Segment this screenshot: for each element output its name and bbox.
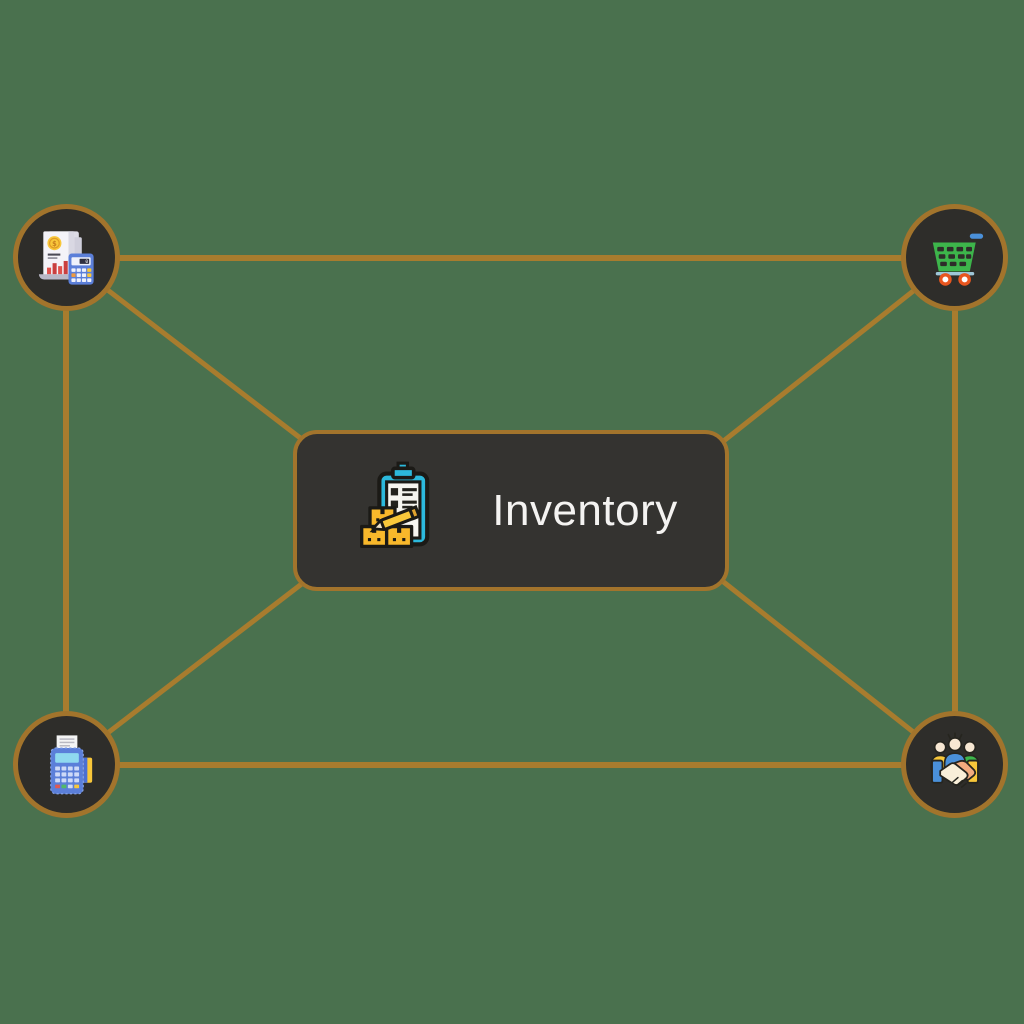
svg-text:0: 0 xyxy=(85,259,88,265)
inventory-clipboard-boxes-icon xyxy=(360,461,430,548)
center-node-label: Inventory xyxy=(492,485,678,535)
handshake-people-icon xyxy=(930,731,979,788)
pos-terminal-icon xyxy=(49,734,92,794)
node-partners[interactable] xyxy=(901,711,1008,818)
svg-text:$: $ xyxy=(52,239,57,247)
center-node-inventory[interactable]: Inventory xyxy=(293,430,729,591)
node-shopping[interactable] xyxy=(901,204,1008,311)
node-pos-payment[interactable] xyxy=(13,711,120,818)
node-accounting[interactable]: $ 0 xyxy=(13,204,120,311)
accounting-report-calculator-icon: $ 0 xyxy=(38,230,94,285)
shopping-cart-icon xyxy=(932,233,983,286)
